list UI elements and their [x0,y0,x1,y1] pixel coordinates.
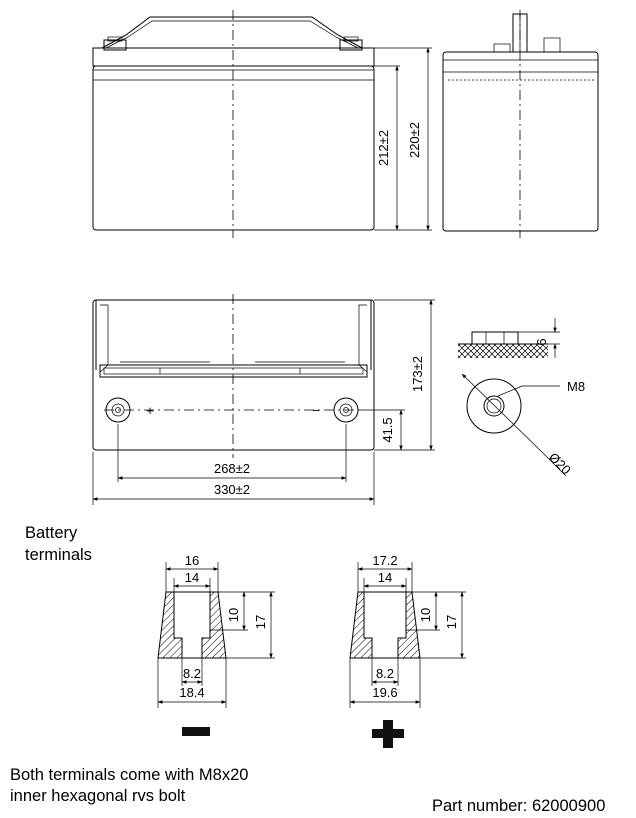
neg-top-outer: 16 [185,553,199,568]
battery-terminals-heading-2: terminals [25,546,92,564]
bolt-size-label: M8 [567,379,585,394]
neg-depth-inner: 10 [226,608,241,622]
side-view [442,10,599,238]
minus-symbol [182,727,210,736]
pos-top-inner: 14 [378,570,392,585]
terminal-stud-profile [471,331,519,345]
pos-depth-total: 17 [444,615,459,629]
pos-bottom-outer: 19.6 [372,685,397,700]
right-terminal-post [339,39,363,51]
part-number: Part number: 62000900 [432,797,606,815]
pos-top-outer: 17.2 [372,553,397,568]
left-terminal-post [103,39,127,51]
neg-bottom-inner: 8.2 [183,666,201,681]
plus-symbol [372,720,404,748]
diameter-label: Ø20 [546,450,574,478]
footer-note-line-2: inner hexagonal rvs bolt [10,787,186,805]
battery-terminals-heading-1: Battery [25,524,78,542]
neg-top-inner: 14 [185,570,199,585]
dim-depth: 173±2 [410,356,425,392]
terminal-detail: 6 M8 Ø20 [458,318,585,478]
dim-terminal-spacing: 268±2 [214,461,250,476]
top-view: + − 268±2 330±2 41.5 173±2 [92,294,435,505]
pos-depth-inner: 10 [418,608,433,622]
neg-depth-total: 17 [253,615,268,629]
battery-body-side [442,51,599,232]
terminal-circle [466,378,522,434]
polarity-plus: + [146,403,154,418]
dim-stud-height: 6 [534,338,549,345]
pos-bottom-inner: 8.2 [376,666,394,681]
front-view: 212±2 220±2 [92,10,432,238]
neg-bottom-outer: 18.4 [179,685,204,700]
footer-note-line-1: Both terminals come with M8x20 [10,766,249,784]
positive-terminal-section: 17.2 14 10 17 8.2 19.6 [349,553,466,748]
handle [101,16,363,49]
polarity-minus: − [312,403,320,418]
dim-terminal-offset: 41.5 [380,417,395,442]
battery-body-front [92,65,375,231]
negative-terminal-section: 16 14 10 17 8.2 18.4 [157,553,275,736]
dim-length: 330±2 [214,482,250,497]
battery-body-top [92,299,375,451]
dim-height-total: 220±2 [407,122,422,158]
dim-height-inner: 212±2 [376,130,391,166]
